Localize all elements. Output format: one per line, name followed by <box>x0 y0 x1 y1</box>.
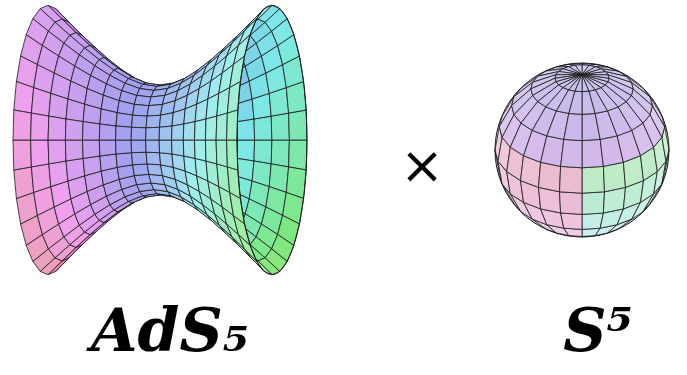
surface-patch <box>49 93 68 119</box>
surface-patch <box>14 167 34 199</box>
surface-patch <box>133 104 149 116</box>
product-symbol: × <box>400 139 444 191</box>
surface-patch <box>195 119 207 140</box>
surface-patch <box>254 116 272 140</box>
surface-patch <box>13 140 31 170</box>
surface-patch <box>100 109 117 126</box>
surface-patch <box>49 161 68 187</box>
surface-patch <box>31 113 49 140</box>
surface-patch <box>13 110 31 140</box>
surface-patch <box>227 110 238 140</box>
surface-patch <box>159 126 172 140</box>
sphere-patch <box>575 75 582 92</box>
surface-patch <box>172 124 184 140</box>
surface-patch <box>160 153 174 168</box>
hyperboloid <box>13 5 307 274</box>
surface-patch <box>237 119 255 140</box>
sphere-patch <box>582 139 603 167</box>
space-name: S⁵ <box>563 300 633 360</box>
sphere-patch <box>560 192 583 215</box>
surface-patch <box>99 124 116 140</box>
sphere-patch <box>631 82 652 105</box>
surface-patch <box>132 152 148 165</box>
surface-patch <box>146 140 160 153</box>
surface-patch <box>160 113 174 128</box>
sphere-patch <box>561 139 582 167</box>
surface-patch <box>131 127 146 140</box>
surface-patch <box>271 113 289 140</box>
surface-patch <box>83 140 100 158</box>
surface-patch <box>146 152 161 165</box>
surface-patch <box>99 140 116 156</box>
sphere-outline <box>495 63 669 237</box>
surface-patch <box>134 95 151 105</box>
surface-patch <box>48 140 66 164</box>
sphere-patch <box>561 213 582 229</box>
surface-patch <box>183 122 195 140</box>
surface-patch <box>65 119 83 140</box>
surface-patch <box>31 88 50 117</box>
surface-patch <box>48 116 66 140</box>
rim-line <box>237 5 307 274</box>
sphere-patch <box>560 166 583 193</box>
sphere-patch <box>541 136 564 167</box>
surface-patch <box>116 126 132 140</box>
surface-patch <box>159 140 172 154</box>
surface-patch <box>31 164 50 193</box>
sphere <box>495 63 669 237</box>
surface-patch <box>131 140 146 153</box>
sphere-body <box>495 63 669 237</box>
surface-patch <box>83 156 101 176</box>
surface-patch <box>147 164 162 176</box>
surface-patch <box>83 104 101 124</box>
surface-patch <box>230 56 245 88</box>
surface-patch <box>134 174 151 184</box>
surface-patch <box>195 140 207 161</box>
surface-patch <box>146 127 160 140</box>
surface-patch <box>289 140 307 170</box>
surface-patch <box>133 164 149 176</box>
space-name: AdS₅ <box>91 300 249 360</box>
surface-patch <box>132 115 148 128</box>
sphere-patch <box>582 65 595 74</box>
surface-patch <box>66 158 85 181</box>
surface-patch <box>147 104 162 116</box>
sphere-patch <box>650 97 665 127</box>
surface-patch <box>230 192 245 224</box>
surface-patch <box>237 140 255 161</box>
surface-patch <box>146 115 161 128</box>
surface-patch <box>271 140 289 167</box>
surface-patch <box>100 154 117 171</box>
surface-patch <box>31 140 49 167</box>
sphere-patch <box>582 75 609 82</box>
sphere-patch <box>582 192 605 215</box>
sphere-patch <box>569 91 582 114</box>
surface-patch <box>83 122 100 140</box>
surface-patch <box>116 113 133 128</box>
surface-patch <box>183 140 195 158</box>
surface-patch <box>116 140 132 154</box>
surface-patch <box>205 116 216 140</box>
surface-patch <box>216 113 227 140</box>
sphere-patch <box>582 166 605 193</box>
surface-patch <box>172 109 185 126</box>
surface-patch <box>216 140 227 167</box>
sphere-patch <box>569 75 582 92</box>
surface-patch <box>65 140 83 161</box>
surface-patch <box>116 153 133 168</box>
surface-patch <box>254 140 272 164</box>
sphere-patch <box>582 65 589 75</box>
surface-patch <box>227 140 238 170</box>
surface-patch <box>172 154 185 171</box>
surface-patch <box>205 140 216 164</box>
sphere-patch <box>582 75 608 85</box>
surface-patch <box>14 82 34 114</box>
surface-patch <box>172 140 184 156</box>
sphere-patch <box>539 162 561 192</box>
sphere-patch <box>603 162 625 192</box>
sphere-patch <box>564 114 582 141</box>
surface-patch <box>289 110 307 140</box>
surface-patch <box>66 99 85 122</box>
